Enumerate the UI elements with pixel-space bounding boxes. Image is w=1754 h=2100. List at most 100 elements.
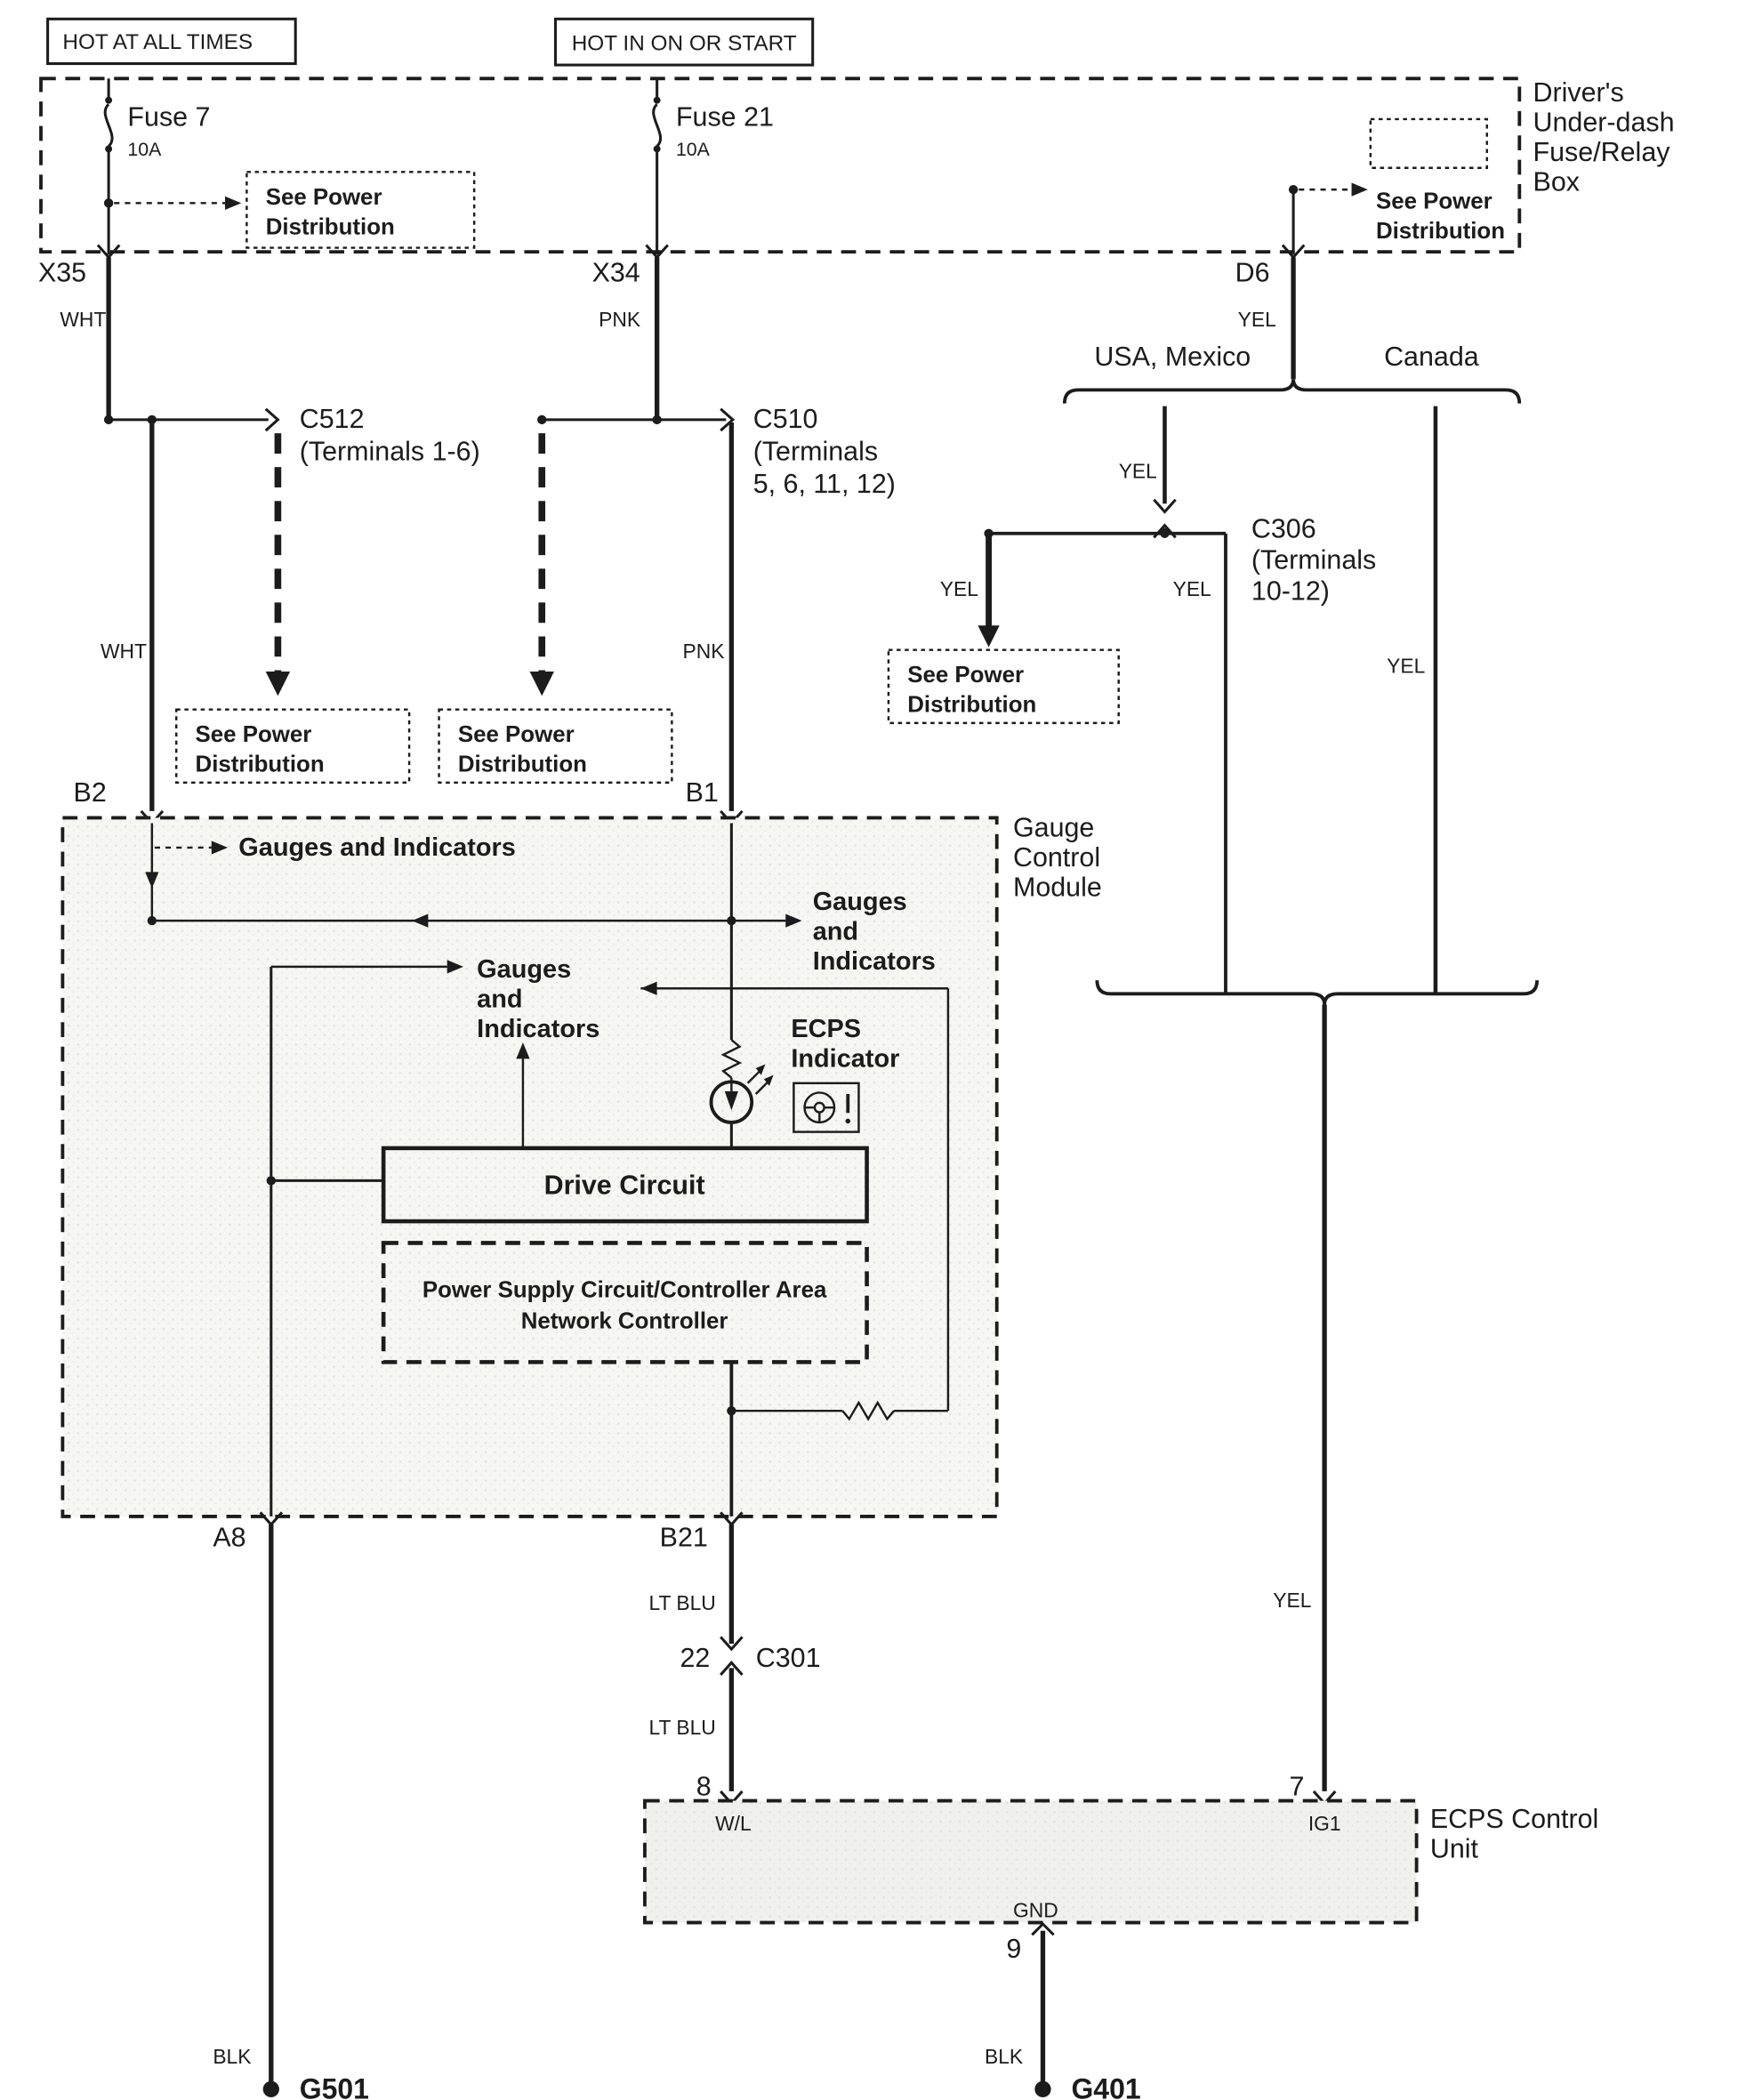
connector-c306-terminals-1: (Terminals: [1251, 544, 1376, 575]
see-power-5-line1: See Power: [458, 722, 575, 747]
connector-c510-terminal: [720, 407, 736, 432]
connector-x35-label: X35: [38, 258, 86, 288]
gauges-stack-left-2: and: [477, 986, 522, 1014]
wire-color-yel: YEL: [1273, 1589, 1311, 1612]
connector-c512-label: C512: [300, 404, 365, 434]
region-usa-mexico: USA, Mexico: [1094, 342, 1251, 372]
wire-g401-ground: BLK G401: [985, 1930, 1141, 2100]
wire-color-blk: BLK: [985, 2045, 1023, 2068]
wire-color-pnk: PNK: [599, 308, 640, 331]
pin8-label: 8: [696, 1771, 712, 1801]
power-supply-label-1: Power Supply Circuit/Controller Area: [422, 1277, 827, 1302]
wire-b21-to-ecps: LT BLU 22 C301 LT BLU 8: [649, 1525, 821, 1806]
arrow-down-icon: [529, 672, 554, 696]
connector-b21-label: B21: [660, 1522, 708, 1552]
arrow-left-icon: [412, 913, 429, 928]
see-power-2-line2: Distribution: [1376, 219, 1505, 244]
power-supply-box: [381, 1241, 869, 1364]
arrow-right-icon: [447, 960, 463, 974]
connector-b1-label: B1: [686, 777, 719, 808]
led-ray-icon: [763, 1074, 774, 1086]
ecps-control-unit: ECPS Control Unit W/L IG1 GND: [643, 1798, 1598, 1936]
gauges-stack-right-1: Gauges: [813, 888, 907, 916]
ecps-indicator-label-2: Indicator: [791, 1045, 899, 1074]
drive-circuit-box: [381, 1146, 869, 1224]
led-ray-icon: [755, 1064, 766, 1075]
arrow-up-icon: [516, 1042, 530, 1059]
banner-hot-at-all-times: HOT AT ALL TIMES: [46, 17, 297, 66]
see-power-1-line2: Distribution: [266, 214, 395, 239]
gauges-stack-right-3: Indicators: [813, 947, 936, 976]
see-power-2-line1: See Power: [1376, 189, 1493, 213]
ecps-unit-title-2: Unit: [1430, 1834, 1479, 1864]
see-power-distribution-2: See Power Distribution: [1281, 117, 1505, 260]
arrow-right-icon: [225, 196, 242, 210]
wire-color-wht: WHT: [101, 640, 147, 663]
fuse-7: Fuse 7 10A: [96, 78, 211, 260]
gauge-module-title-3: Module: [1013, 873, 1102, 903]
wire-b1: PNK B1: [683, 422, 744, 825]
connector-c510-terminals-1: (Terminals: [753, 437, 878, 467]
arrow-right-icon: [785, 913, 802, 928]
resistor-icon: [841, 1400, 895, 1421]
wire-color-yel: YEL: [1119, 459, 1157, 482]
branch-canada: YEL: [1387, 406, 1438, 994]
fuse-box-title-1: Driver's: [1533, 77, 1624, 108]
connector-c306-label: C306: [1251, 513, 1316, 543]
see-power-distribution-5: See Power Distribution: [438, 708, 673, 784]
banner-hot-at-all-times-label: HOT AT ALL TIMES: [62, 30, 253, 54]
see-power-4-line1: See Power: [196, 722, 312, 747]
power-supply-label-2: Network Controller: [521, 1308, 728, 1333]
fuse21-rating: 10A: [676, 139, 711, 160]
resistor-icon: [720, 1039, 743, 1079]
banner-hot-in-on-or-start: HOT IN ON OR START: [553, 17, 815, 67]
wire-a8-ground: BLK G501: [213, 1525, 369, 2100]
connector-c510-label: C510: [753, 404, 818, 434]
connector-c510-terminals-2: 5, 6, 11, 12): [753, 469, 896, 499]
connector-c306-terminal: [1153, 498, 1177, 514]
wire-color-yel: YEL: [940, 577, 978, 600]
see-power-3-line2: Distribution: [907, 693, 1036, 718]
arrow-down-icon: [724, 1090, 738, 1111]
fuse-box-title-4: Box: [1533, 167, 1580, 197]
connector-c306-terminals-2: 10-12): [1251, 575, 1330, 606]
gauges-stack-right-2: and: [813, 917, 858, 945]
drive-circuit-label: Drive Circuit: [544, 1171, 705, 1201]
see-power-distribution-1: See Power Distribution: [114, 171, 476, 249]
wire-yel-top: YEL: [1238, 257, 1296, 380]
wire-color-ig1: IG1: [1308, 1812, 1341, 1835]
see-power-4-line2: Distribution: [196, 752, 325, 777]
connector-a8-label: A8: [213, 1522, 245, 1552]
wire-color-blk: BLK: [213, 2045, 251, 2068]
wire-color-lt-blu: LT BLU: [649, 1591, 716, 1614]
region-canada: Canada: [1384, 342, 1479, 372]
arrow-right-icon: [1351, 182, 1368, 197]
see-power-distribution-3: YEL See Power Distribution: [887, 533, 1120, 725]
wire-color-yel: YEL: [1238, 308, 1276, 331]
merge-brace-and-yel-wire: YEL 7: [1095, 980, 1539, 1806]
fuse-box-title-2: Under-dash: [1533, 108, 1675, 138]
gauges-stack-left-1: Gauges: [477, 955, 571, 984]
fuse-21: Fuse 21 10A: [645, 78, 774, 260]
connector-d6-label: D6: [1235, 258, 1270, 288]
arrow-down-icon: [145, 872, 159, 889]
banner-hot-in-on-or-start-label: HOT IN ON OR START: [572, 31, 797, 55]
wire-color-wl: W/L: [715, 1812, 752, 1835]
branch-usa-mexico: YEL C306 (Terminals 10-12) YEL: [984, 406, 1376, 994]
gauge-module-title-2: Control: [1013, 842, 1100, 873]
arrow-down-icon: [265, 672, 291, 696]
c301-pin-in-label: 22: [680, 1643, 711, 1673]
wire-color-gnd: GND: [1013, 1898, 1058, 1921]
see-power-distribution-4: See Power Distribution: [175, 708, 411, 784]
see-power-1-line1: See Power: [266, 185, 382, 210]
fuse-relay-box: Driver's Under-dash Fuse/Relay Box: [39, 76, 1675, 254]
connector-c512-terminals: (Terminals 1-6): [300, 437, 480, 467]
ecps-telltale-icon: [793, 1082, 860, 1133]
see-power-5-line2: Distribution: [458, 752, 587, 777]
ecps-indicator-label-1: ECPS: [791, 1015, 861, 1043]
connector-x34-label: X34: [592, 258, 640, 288]
connector-b2-label: B2: [74, 777, 107, 808]
gauge-control-module: Gauge Control Module Gauges and Indicato…: [60, 813, 1102, 1527]
c510-branch: C510 (Terminals 5, 6, 11, 12): [529, 404, 896, 696]
